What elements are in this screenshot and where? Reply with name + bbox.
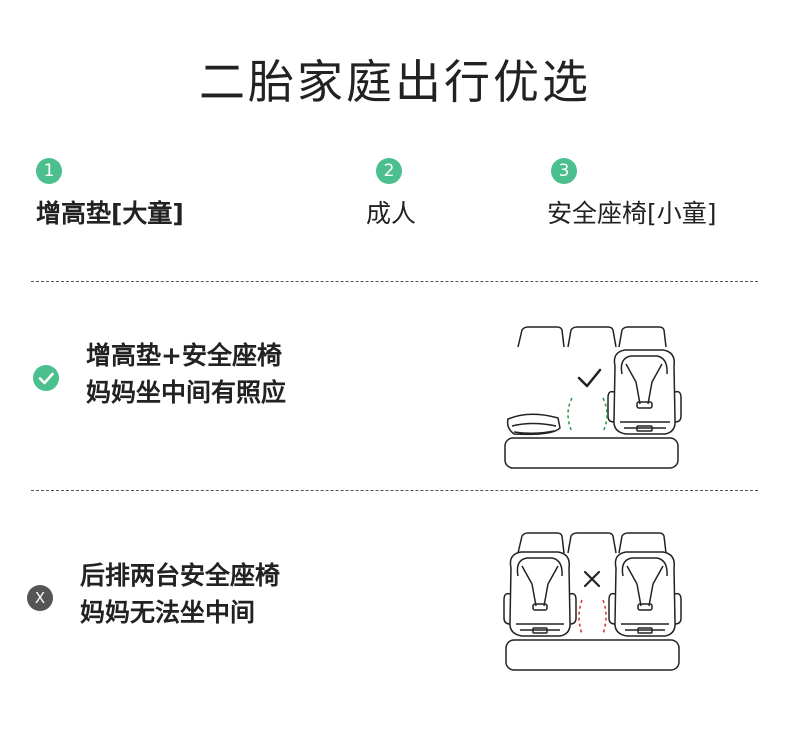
divider [31,490,758,491]
step-child-seat: 3 安全座椅[小童] [547,158,717,230]
step-number-1: 1 [36,158,62,184]
check-circle-icon [33,365,59,391]
page-title: 二胎家庭出行优选 [199,55,591,109]
step-label-adult: 成人 [366,199,417,228]
step-booster: 1 增高垫[大童] [36,158,184,230]
option-recommended-line2: 妈妈坐中间有照应 [86,378,287,407]
step-label-booster: 增高垫[大童] [36,199,184,228]
option-recommended-line1: 增高垫+安全座椅 [86,341,282,370]
option-recommended-text: 增高垫+安全座椅 妈妈坐中间有照应 [86,337,286,411]
two-seats-illustration [500,528,685,674]
step-number-3: 3 [551,158,577,184]
step-number-2: 2 [376,158,402,184]
option-not-recommended-line1: 后排两台安全座椅 [80,561,281,590]
booster-plus-seat-illustration [500,322,685,472]
step-adult: 2 成人 [366,158,416,230]
divider [31,281,758,282]
x-circle-icon: X [27,585,53,611]
option-not-recommended-line2: 妈妈无法坐中间 [80,598,256,627]
option-not-recommended-text: 后排两台安全座椅 妈妈无法坐中间 [80,557,280,631]
step-label-child-seat: 安全座椅[小童] [547,199,717,228]
